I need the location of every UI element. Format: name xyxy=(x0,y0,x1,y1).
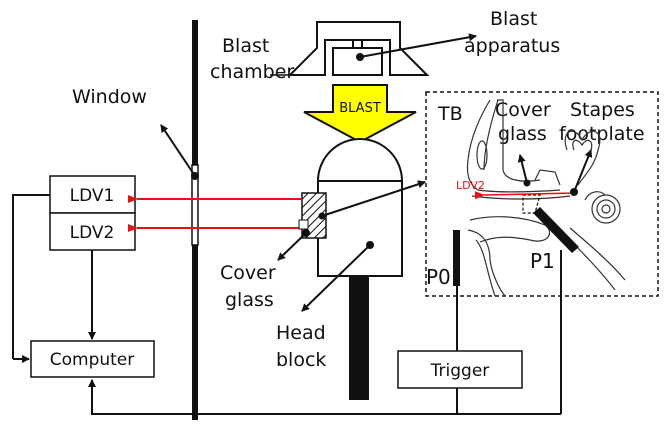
inset-ldv2-label: LDV2 xyxy=(456,179,485,192)
stapes-footplate-label: Stapes footplate xyxy=(559,99,645,145)
head-block-label: Head block xyxy=(276,322,332,371)
head-block-arrow xyxy=(301,244,371,312)
inset-laser-beam xyxy=(474,191,576,200)
blast-apparatus-label: Blast apparatus xyxy=(464,8,560,57)
p0-label: P0 xyxy=(426,265,451,289)
window xyxy=(191,164,199,246)
window-label: Window xyxy=(72,86,147,108)
blast-apparatus-arrow xyxy=(359,33,477,58)
computer-label: Computer xyxy=(50,350,135,370)
tb-label: TB xyxy=(437,103,463,125)
blast-arrow xyxy=(303,84,417,144)
head-block xyxy=(316,138,404,400)
wiring xyxy=(12,194,562,415)
inset-cover-glass-arrow xyxy=(517,154,528,184)
head-block-post xyxy=(349,276,369,400)
stapes-footplate-arrow xyxy=(573,149,593,193)
pressure-sensor-p0 xyxy=(453,230,460,286)
trigger-box: Trigger xyxy=(397,350,523,389)
blast-arrow-label: BLAST xyxy=(339,101,381,116)
blast-chamber xyxy=(287,21,430,76)
ldv2-box: LDV2 xyxy=(49,212,136,251)
wall xyxy=(191,20,199,420)
ldv1-box: LDV1 xyxy=(49,175,136,214)
p1-label: P1 xyxy=(530,249,555,273)
inset-cover-glass-label: Cover glass xyxy=(495,99,557,145)
blast-chamber-label: Blast chamber xyxy=(210,35,294,83)
computer-box: Computer xyxy=(30,340,155,378)
pressure-sensor-p1 xyxy=(533,207,579,253)
mount-to-inset-arrow xyxy=(321,180,426,217)
temporal-bone-inset xyxy=(425,91,659,297)
cover-glass xyxy=(298,219,309,230)
trigger-label: Trigger xyxy=(430,361,490,381)
window-arrow xyxy=(160,124,196,177)
ldv1-label: LDV1 xyxy=(70,186,115,206)
ldv2-label: LDV2 xyxy=(70,223,115,243)
cover-glass-label: Cover glass xyxy=(220,262,282,311)
cover-glass-arrow xyxy=(277,232,307,261)
